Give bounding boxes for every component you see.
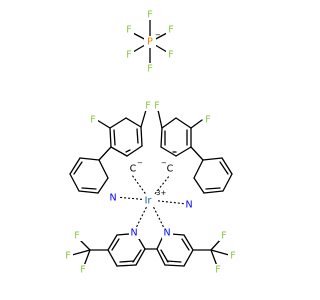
carbanion-charge-right: − [161,159,167,167]
fluorine-label-p-top: F [147,10,152,21]
left-pyridine-ring [69,146,112,194]
carbanion-label-left: C [130,164,137,175]
pf6-labels: P − F F F F F F [124,9,176,75]
fluorine-label-left-ortho: F [90,115,95,126]
fluorine-label-cf3-right-middle: F [230,251,235,262]
nitrogen-label-left-pyridine: N [109,193,116,204]
nitrogen-label-right-pyridine: N [185,200,192,211]
fluorine-label-p-upper-left: F [126,25,131,36]
bipyridine-labels: N N F F F F F F [63,227,238,276]
fluorine-label-p-upper-right: F [168,25,173,36]
nitrogen-label-bipy-right: N [163,228,170,239]
right-ligand-labels: F F C − N [152,100,213,211]
fluorine-label-left-para: F [145,101,150,112]
left-ligand-labels: F F C − N [88,100,153,204]
fluorine-label-right-ortho: F [205,115,210,126]
structure-diagram: P − F F F F F F F F C − N F F C − N [63,9,238,276]
fluorine-label-cf3-right-top: F [221,231,226,242]
fluorine-label-p-bottom: F [147,64,152,75]
phosphorus-atom-label: P [147,37,153,48]
left-difluorophenyl-ring [96,109,147,157]
bipyridine-right-ring [144,233,230,267]
carbanion-charge-left: − [137,159,143,167]
anion-charge: − [155,31,161,39]
right-pyridine-ring [190,146,233,194]
fluorine-label-cf3-right-bottom: F [215,265,220,276]
fluorine-label-cf3-left-middle: F [65,251,70,262]
fluorine-label-p-lower-right: F [168,50,173,61]
carbanion-label-right: C [167,164,174,175]
bipyridine-left-ring [71,233,146,267]
iridium-center: Ir 3+ [142,189,166,207]
iridium-atom-label: Ir [145,196,152,207]
molecule-canvas: P − F F F F F F F F C − N F F C − N [63,9,238,276]
fluorine-label-p-lower-left: F [126,50,131,61]
fluorine-label-right-para: F [154,101,159,112]
iridium-charge: 3+ [156,189,166,197]
nitrogen-label-bipy-left: N [130,228,137,239]
fluorine-label-cf3-left-bottom: F [80,265,85,276]
right-difluorophenyl-ring [157,109,203,157]
fluorine-label-cf3-left-top: F [74,231,79,242]
